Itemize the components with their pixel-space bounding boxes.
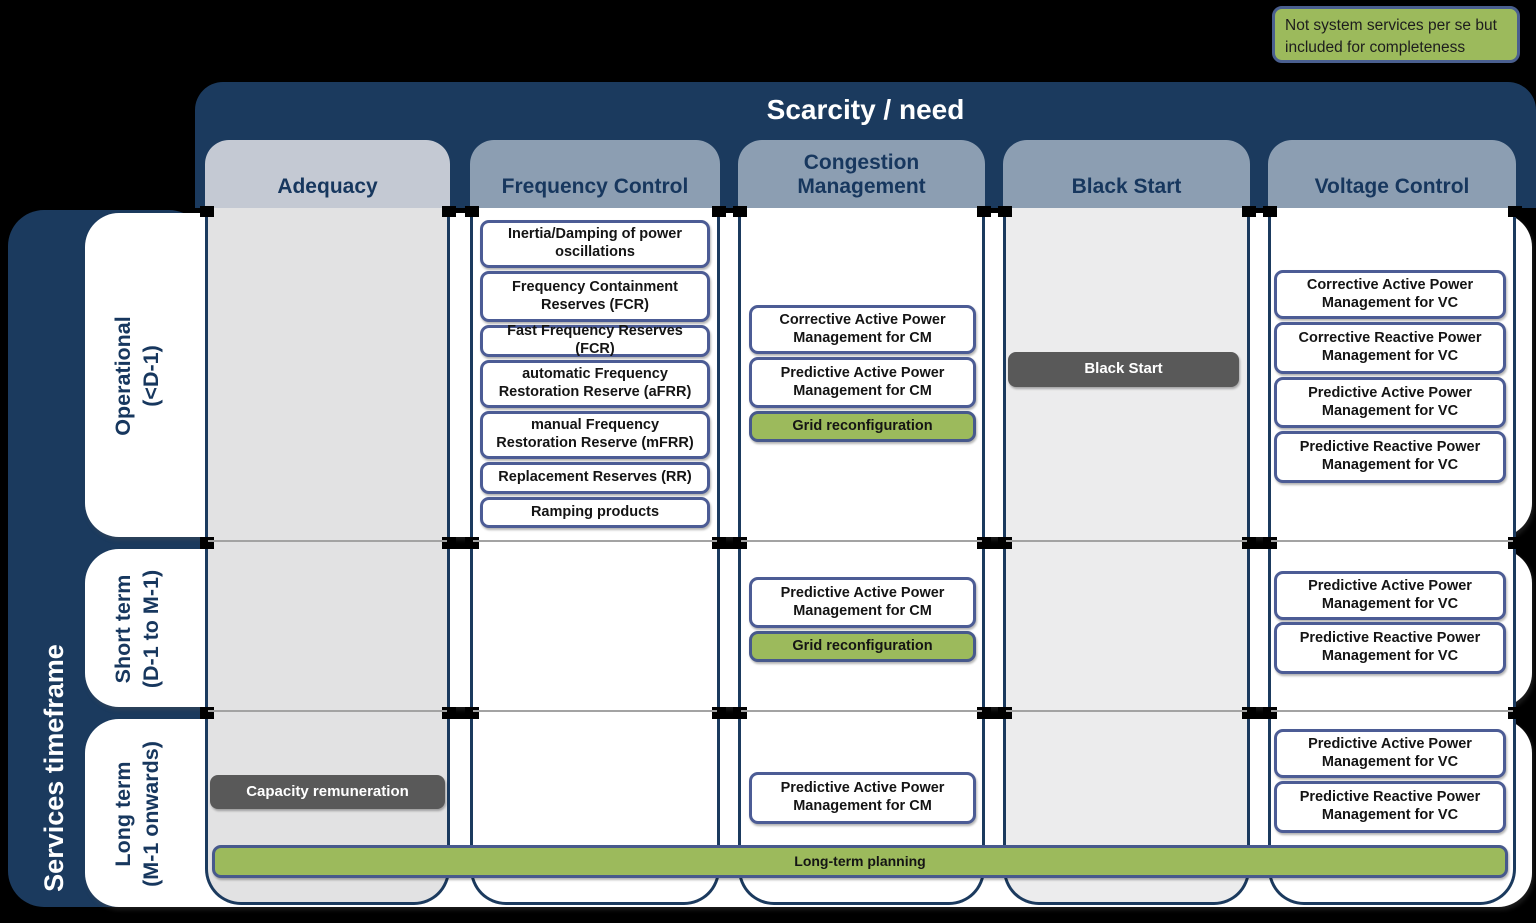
service-box-black-start: Black Start bbox=[1008, 352, 1239, 387]
row-gap-line bbox=[473, 540, 717, 542]
connector-notch bbox=[1508, 206, 1522, 217]
connector-notch bbox=[465, 206, 479, 217]
connector-notch bbox=[1263, 707, 1277, 719]
connector-notch bbox=[1508, 537, 1522, 549]
service-box-afrr: automatic Frequency Restoration Reserve … bbox=[480, 360, 710, 408]
service-box-predictive-apm-cm-operational: Predictive Active Power Management for C… bbox=[749, 357, 976, 408]
connector-notch bbox=[200, 707, 214, 719]
service-box-mfrr: manual Frequency Restoration Reserve (mF… bbox=[480, 411, 710, 459]
service-box-predictive-apm-vc-operational: Predictive Active Power Management for V… bbox=[1274, 377, 1506, 428]
connector-notch bbox=[1242, 537, 1256, 549]
connector-notch bbox=[712, 707, 726, 719]
service-box-predictive-rpm-vc-short-term: Predictive Reactive Power Management for… bbox=[1274, 622, 1506, 674]
row-gap-line bbox=[208, 710, 447, 712]
connector-notch bbox=[977, 206, 991, 217]
row-gap-line bbox=[1271, 710, 1513, 712]
connector-notch bbox=[998, 537, 1012, 549]
connector-notch bbox=[465, 537, 479, 549]
service-box-inertia-damping: Inertia/Damping of power oscillations bbox=[480, 220, 710, 268]
row-gap-line bbox=[1006, 540, 1247, 542]
column-header-black-start: Black Start bbox=[1003, 140, 1250, 208]
service-box-corrective-rpm-vc: Corrective Reactive Power Management for… bbox=[1274, 322, 1506, 374]
column-header-adequacy: Adequacy bbox=[205, 140, 450, 208]
service-box-corrective-apm-vc: Corrective Active Power Management for V… bbox=[1274, 270, 1506, 319]
service-box-fcr: Frequency Containment Reserves (FCR) bbox=[480, 271, 710, 322]
row-gap-line bbox=[1271, 540, 1513, 542]
connector-notch bbox=[712, 537, 726, 549]
column-header-frequency-control: Frequency Control bbox=[470, 140, 720, 208]
service-box-predictive-rpm-vc-operational: Predictive Reactive Power Management for… bbox=[1274, 431, 1506, 483]
row-label-long-term: Long term (M-1 onwards) bbox=[111, 741, 163, 887]
connector-notch bbox=[1263, 206, 1277, 217]
connector-notch bbox=[977, 707, 991, 719]
connector-notch bbox=[712, 206, 726, 217]
service-box-replacement-reserves: Replacement Reserves (RR) bbox=[480, 462, 710, 494]
service-box-grid-reconfiguration-operational: Grid reconfiguration bbox=[749, 411, 976, 442]
service-box-predictive-apm-cm-short-term: Predictive Active Power Management for C… bbox=[749, 577, 976, 628]
connector-notch bbox=[200, 206, 214, 217]
service-box-capacity-remuneration: Capacity remuneration bbox=[210, 775, 445, 809]
column-header-congestion-management: Congestion Management bbox=[738, 140, 985, 208]
service-box-ramping-products: Ramping products bbox=[480, 497, 710, 528]
service-box-long-term-planning: Long-term planning bbox=[212, 845, 1508, 878]
connector-notch bbox=[465, 707, 479, 719]
row-gap-line bbox=[473, 710, 717, 712]
connector-notch bbox=[442, 707, 456, 719]
connector-notch bbox=[442, 537, 456, 549]
service-box-predictive-apm-cm-long-term: Predictive Active Power Management for C… bbox=[749, 772, 976, 824]
column-frequency-control bbox=[470, 208, 720, 905]
connector-notch bbox=[733, 537, 747, 549]
connector-notch bbox=[1242, 206, 1256, 217]
service-box-predictive-apm-vc-short-term: Predictive Active Power Management for V… bbox=[1274, 571, 1506, 620]
service-box-fast-frequency-reserves: Fast Frequency Reserves (FCR) bbox=[480, 323, 710, 357]
column-header-voltage-control: Voltage Control bbox=[1268, 140, 1516, 208]
services-timeframe-title: Services timeframe bbox=[39, 644, 69, 892]
scarcity-need-title: Scarcity / need bbox=[766, 94, 965, 125]
service-box-predictive-apm-vc-long-term: Predictive Active Power Management for V… bbox=[1274, 729, 1506, 778]
connector-notch bbox=[733, 707, 747, 719]
row-gap-line bbox=[741, 710, 982, 712]
service-box-grid-reconfiguration-short-term: Grid reconfiguration bbox=[749, 631, 976, 662]
connector-notch bbox=[733, 206, 747, 217]
connector-notch bbox=[442, 206, 456, 217]
connector-notch bbox=[1242, 707, 1256, 719]
connector-notch bbox=[998, 206, 1012, 217]
connector-notch bbox=[1263, 537, 1277, 549]
connector-notch bbox=[200, 537, 214, 549]
row-gap-line bbox=[1006, 710, 1247, 712]
connector-notch bbox=[1508, 707, 1522, 719]
service-box-predictive-rpm-vc-long-term: Predictive Reactive Power Management for… bbox=[1274, 781, 1506, 833]
column-black-start bbox=[1003, 208, 1250, 905]
service-box-corrective-apm-cm: Corrective Active Power Management for C… bbox=[749, 305, 976, 354]
connector-notch bbox=[998, 707, 1012, 719]
row-gap-line bbox=[208, 540, 447, 542]
row-gap-line bbox=[741, 540, 982, 542]
completeness-note: Not system services per se but included … bbox=[1272, 6, 1520, 63]
connector-notch bbox=[977, 537, 991, 549]
